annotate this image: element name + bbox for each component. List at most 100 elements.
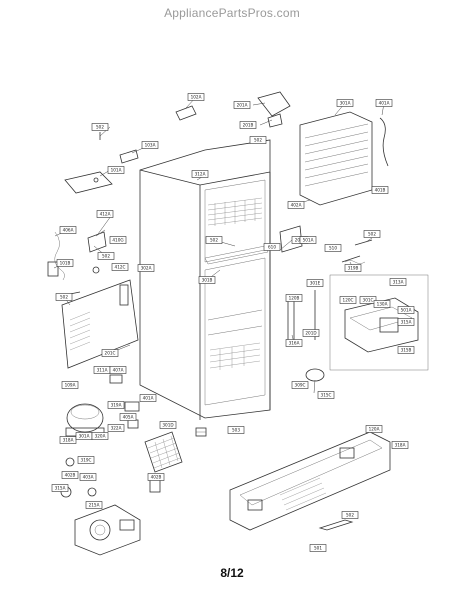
svg-text:313A: 313A — [393, 280, 404, 285]
callout: 311A — [93, 366, 111, 374]
callout: 101A — [107, 166, 125, 174]
callout: 316A — [285, 339, 303, 347]
callout: 502 — [341, 511, 359, 519]
callout: 406A — [59, 226, 77, 234]
part-callouts: 102A 201A 301A 401A 502 103A 201B 502 10… — [51, 93, 415, 552]
svg-text:502: 502 — [368, 232, 376, 237]
svg-text:402B: 402B — [65, 473, 76, 478]
callout: 501 — [309, 544, 327, 552]
svg-text:401A: 401A — [143, 396, 154, 401]
callout: 312A — [191, 170, 209, 178]
callout: 502 — [97, 252, 115, 260]
svg-text:410G: 410G — [112, 238, 123, 243]
callout: 610 — [263, 243, 281, 251]
svg-text:503: 503 — [232, 428, 240, 433]
svg-text:318A: 318A — [63, 438, 74, 443]
callout: 510 — [324, 244, 342, 252]
callout: 301A — [336, 99, 354, 107]
callout: 201D — [302, 329, 320, 337]
svg-text:215A: 215A — [89, 503, 100, 508]
svg-text:315B: 315B — [401, 348, 412, 353]
callout: 318A — [391, 441, 409, 449]
callout: 402B — [61, 471, 79, 479]
svg-text:103A: 103A — [145, 143, 156, 148]
svg-text:502: 502 — [346, 513, 354, 518]
svg-text:610: 610 — [268, 245, 276, 250]
callout: 410G — [109, 236, 127, 244]
svg-text:315A: 315A — [401, 320, 412, 325]
svg-text:406A: 406A — [63, 228, 74, 233]
callout: 402B — [147, 473, 165, 481]
callout: 301B — [198, 276, 216, 284]
callout: 301D — [159, 421, 177, 429]
svg-text:309C: 309C — [295, 383, 306, 388]
callout: 319C — [77, 456, 95, 464]
svg-text:301E: 301E — [310, 281, 321, 286]
svg-text:301A: 301A — [79, 434, 90, 439]
callout: 401A — [375, 99, 393, 107]
svg-text:501: 501 — [314, 546, 322, 551]
callout: 320A — [91, 432, 109, 440]
svg-text:403A: 403A — [83, 475, 94, 480]
callout: 315C — [317, 391, 335, 399]
svg-text:510: 510 — [329, 246, 337, 251]
callout: 102A — [187, 93, 205, 101]
svg-text:316A: 316A — [289, 341, 300, 346]
callout: 403A — [79, 473, 97, 481]
svg-text:120B: 120B — [289, 296, 300, 301]
callout: 501A — [299, 236, 317, 244]
callout: 201A — [233, 101, 251, 109]
svg-text:319B: 319B — [348, 266, 359, 271]
svg-text:412A: 412A — [100, 212, 111, 217]
svg-text:315A: 315A — [55, 486, 66, 491]
page-number: 8/12 — [220, 566, 244, 580]
back-panel — [61, 279, 139, 369]
svg-text:407A: 407A — [113, 368, 124, 373]
callout: 502 — [249, 136, 267, 144]
svg-text:402A: 402A — [291, 203, 302, 208]
svg-text:322A: 322A — [111, 426, 122, 431]
svg-text:501A: 501A — [303, 238, 314, 243]
callout: 201B — [239, 121, 257, 129]
svg-text:402B: 402B — [151, 475, 162, 480]
callout: 309C — [291, 381, 309, 389]
top-cover-parts — [64, 105, 197, 194]
svg-text:502: 502 — [102, 254, 110, 259]
callout: 109A — [61, 381, 79, 389]
svg-text:405A: 405A — [123, 415, 134, 420]
svg-text:311A: 311A — [97, 368, 108, 373]
svg-text:502: 502 — [210, 238, 218, 243]
callout: 322A — [107, 424, 125, 432]
callout: 318A — [59, 436, 77, 444]
callout: 215A — [85, 501, 103, 509]
callout: 405A — [119, 413, 137, 421]
callout: 130A — [373, 300, 391, 308]
svg-text:319C: 319C — [81, 458, 92, 463]
svg-text:201D: 201D — [305, 331, 316, 336]
svg-text:130A: 130A — [377, 302, 388, 307]
callout: 315A — [397, 318, 415, 326]
svg-text:502: 502 — [96, 125, 104, 130]
svg-text:301A: 301A — [340, 101, 351, 106]
svg-text:319A: 319A — [111, 403, 122, 408]
svg-text:120C: 120C — [343, 298, 354, 303]
callout: 319B — [344, 264, 362, 272]
callout: 315A — [51, 484, 69, 492]
callout: 120A — [365, 425, 383, 433]
callout: 502 — [205, 236, 223, 244]
fan-shroud — [74, 504, 141, 556]
svg-text:101B: 101B — [60, 261, 71, 266]
svg-text:201A: 201A — [237, 103, 248, 108]
svg-text:301B: 301B — [202, 278, 213, 283]
svg-text:201B: 201B — [243, 123, 254, 128]
callout: 319A — [107, 401, 125, 409]
condenser-coil — [144, 431, 183, 493]
callout: 502 — [55, 293, 73, 301]
drawer-assembly — [329, 274, 429, 371]
svg-text:502: 502 — [254, 138, 262, 143]
cabinet-body — [139, 139, 271, 437]
svg-text:318A: 318A — [395, 443, 406, 448]
svg-text:320A: 320A — [95, 434, 106, 439]
callout: 301C — [359, 296, 377, 304]
svg-text:102A: 102A — [191, 95, 202, 100]
